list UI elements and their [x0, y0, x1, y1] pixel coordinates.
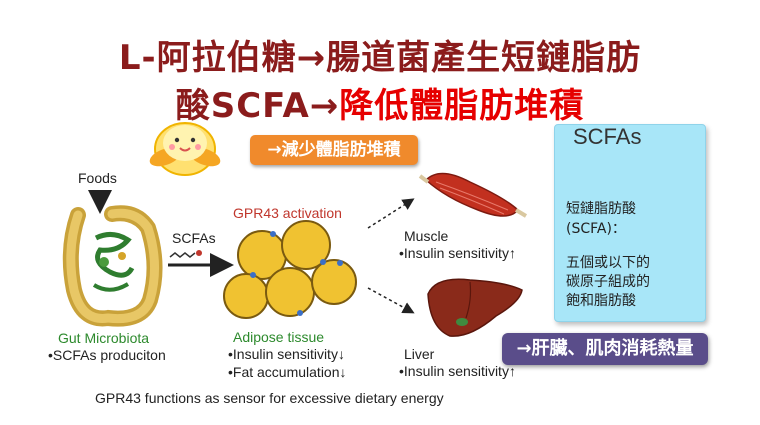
scfa-info-line-1: 短鏈脂肪酸 — [566, 201, 636, 217]
to-muscle-arrow — [367, 198, 415, 229]
scfa-info-box — [554, 124, 706, 322]
scfa-info-line-3: 五個或以下的 — [566, 255, 650, 271]
muscle-icon — [418, 172, 528, 218]
to-liver-arrow — [367, 287, 415, 314]
diagram-caption: GPR43 functions as sensor for excessive … — [95, 390, 444, 406]
adipose-line-2: •Fat accumulation↓ — [228, 364, 347, 380]
title-line-2-dark: 酸SCFA→ — [175, 86, 340, 126]
gpr43-activation-label: GPR43 activation — [233, 205, 342, 221]
muscle-line: •Insulin sensitivity↑ — [399, 245, 516, 261]
muscle-title: Muscle — [404, 228, 449, 244]
gut-microbiota-line: •SCFAs produciton — [48, 347, 166, 363]
reduce-fat-tag: →減少體脂肪堆積 — [250, 135, 418, 165]
title-line-2-highlight: 降低體脂肪堆積 — [339, 86, 585, 126]
gut-microbiota-title: Gut Microbiota — [58, 330, 150, 346]
scfas-label: SCFAs — [172, 230, 216, 246]
liver-icon — [427, 278, 523, 337]
liver-muscle-tag: →肝臟、肌肉消耗熱量 — [502, 333, 708, 365]
scfa-info-line-5: 飽和脂肪酸 — [566, 293, 636, 309]
liver-line: •Insulin sensitivity↑ — [399, 363, 516, 379]
adipose-line-1: •Insulin sensitivity↓ — [228, 346, 345, 362]
title-line-2: 酸SCFA→降低體脂肪堆積 — [0, 78, 760, 127]
scfa-info-line-4: 碳原子組成的 — [566, 274, 650, 290]
foods-label: Foods — [78, 170, 117, 186]
adipose-tissue-icon — [223, 220, 357, 319]
scfa-molecule-icon — [169, 250, 202, 258]
scfa-info-heading: SCFAs — [573, 124, 642, 149]
gut-icon — [62, 205, 163, 327]
scfa-info-line-2: (SCFA)： — [566, 221, 626, 237]
adipose-tissue-title: Adipose tissue — [233, 329, 325, 345]
mascot-icon — [149, 122, 221, 176]
liver-title: Liver — [404, 346, 435, 362]
title-line-1: L-阿拉伯糖→腸道菌產生短鏈脂肪 — [118, 38, 642, 78]
